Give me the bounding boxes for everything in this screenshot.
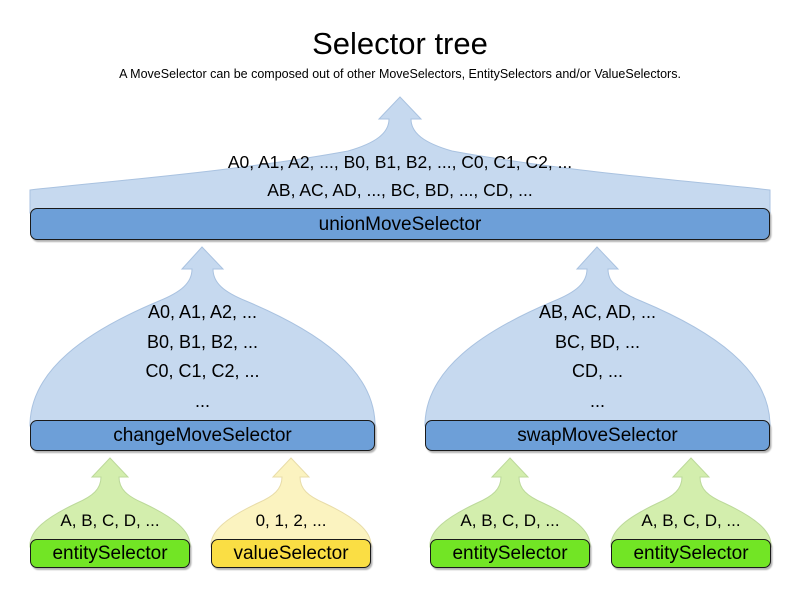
root-items: A0, A1, A2, ..., B0, B1, B2, ..., C0, C1… [227, 152, 573, 200]
node-union-move-selector[interactable]: unionMoveSelector [30, 208, 770, 240]
node-swap-move-selector[interactable]: swapMoveSelector [425, 420, 770, 451]
node-change-move-selector[interactable]: changeMoveSelector [30, 420, 375, 451]
node-entity-selector-2[interactable]: entitySelector [430, 539, 590, 568]
leaf-items-3: A, B, C, D, ... [460, 511, 560, 530]
branch-items-change: A0, A1, A2, ... B0, B1, B2, ... C0, C1, … [145, 302, 260, 411]
node-entity-selector-3[interactable]: entitySelector [611, 539, 771, 568]
page-title: Selector tree [312, 26, 488, 61]
leaf-fan-shape-1 [29, 457, 191, 548]
leaf-fan-shape-3 [429, 457, 591, 548]
page-subtitle: A MoveSelector can be composed out of ot… [119, 67, 681, 81]
leaf-items-2: 0, 1, 2, ... [255, 511, 327, 530]
node-value-selector-1[interactable]: valueSelector [211, 539, 371, 568]
leaf-items-4: A, B, C, D, ... [641, 511, 741, 530]
node-entity-selector-1[interactable]: entitySelector [30, 539, 190, 568]
leaf-items-1: A, B, C, D, ... [60, 511, 160, 530]
leaf-fan-shape-2 [210, 457, 372, 548]
leaf-fan-shape-4 [610, 457, 772, 548]
branch-items-swap: AB, AC, AD, ... BC, BD, ... CD, ... ... [538, 302, 657, 411]
